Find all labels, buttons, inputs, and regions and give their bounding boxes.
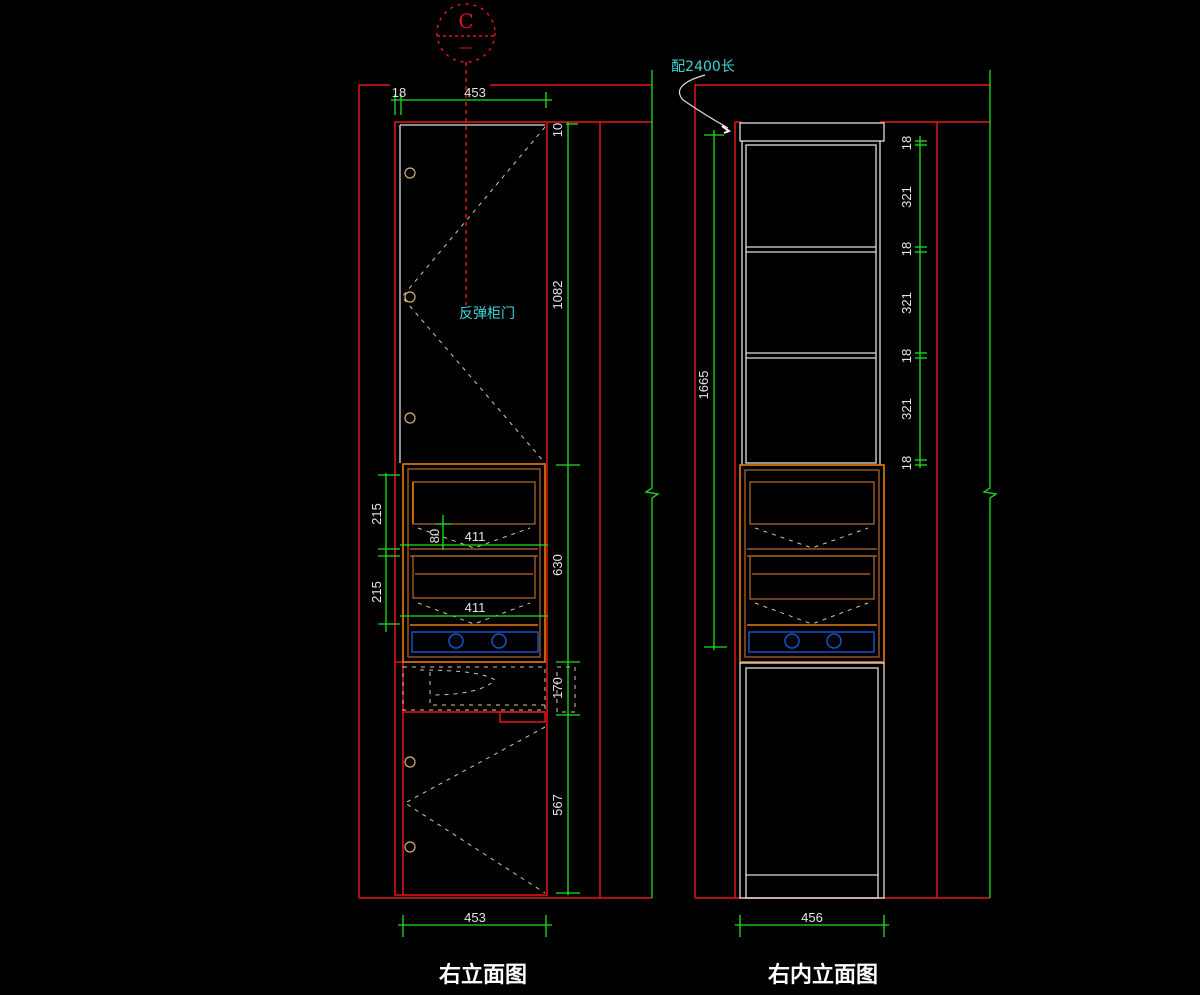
dim-label: 18 xyxy=(899,349,914,363)
upper-door: 反弹柜门 xyxy=(401,126,546,464)
dim-label: 567 xyxy=(550,794,565,816)
cabinet-body xyxy=(394,121,548,896)
dim-label: 453 xyxy=(464,85,486,100)
dim-label: 170 xyxy=(550,677,565,699)
hinge-icon xyxy=(404,167,416,179)
lower-door xyxy=(404,726,546,894)
left-elevation: 反弹柜门 xyxy=(358,70,660,988)
annotation: 配2400长 xyxy=(671,59,735,134)
dim-label: 456 xyxy=(801,910,823,925)
dim-label: 215 xyxy=(369,503,384,525)
dim-label: 411 xyxy=(465,600,486,615)
knob-icon xyxy=(448,633,464,649)
length-note: 配2400长 xyxy=(671,59,735,75)
left-view-title: 右立面图 xyxy=(439,962,527,988)
arrow-icon xyxy=(721,125,732,134)
wall-outline xyxy=(358,70,660,899)
hinge-icon xyxy=(404,841,416,853)
knob-icon xyxy=(784,633,800,649)
dim-label: 453 xyxy=(464,910,486,925)
dim-label: 321 xyxy=(899,292,914,314)
right-elevation: 配2400长 1665 18 321 18 321 18 321 18 456 … xyxy=(671,59,998,988)
dim-label: 411 xyxy=(465,529,486,544)
section-marker: C — xyxy=(436,3,496,305)
dim-label: 1665 xyxy=(696,371,711,400)
appliance-panel xyxy=(411,631,539,653)
right-view-title: 右内立面图 xyxy=(768,962,878,988)
hinge-icon xyxy=(404,412,416,424)
knob-icon xyxy=(826,633,842,649)
drawer-unit xyxy=(402,463,546,663)
dim-label: 80 xyxy=(427,529,442,543)
dim-label: 321 xyxy=(899,186,914,208)
dim-label: 10 xyxy=(550,123,565,137)
appliance-panel xyxy=(748,631,875,653)
knob-icon xyxy=(491,633,507,649)
dim-label: 18 xyxy=(392,85,406,100)
dim-label: 18 xyxy=(899,136,914,150)
section-sub: — xyxy=(459,40,473,56)
drawer-unit xyxy=(739,464,885,663)
dim-label: 215 xyxy=(369,581,384,603)
pullout-tray xyxy=(402,666,576,723)
section-letter: C xyxy=(458,9,473,33)
dim-label: 18 xyxy=(899,242,914,256)
dim-label: 18 xyxy=(899,456,914,470)
door-note: 反弹柜门 xyxy=(459,306,515,322)
hinge-icon xyxy=(404,291,416,303)
dim-label: 1082 xyxy=(550,281,565,310)
open-shelving xyxy=(739,122,885,465)
lower-cabinet xyxy=(739,662,885,899)
dim-label: 321 xyxy=(899,398,914,420)
hinge-icon xyxy=(404,756,416,768)
dim-label: 630 xyxy=(550,554,565,576)
dimensions: 18 453 10 1082 630 170 567 215 215 80 41… xyxy=(369,85,580,937)
dimensions: 1665 18 321 18 321 18 321 18 456 xyxy=(696,130,927,937)
